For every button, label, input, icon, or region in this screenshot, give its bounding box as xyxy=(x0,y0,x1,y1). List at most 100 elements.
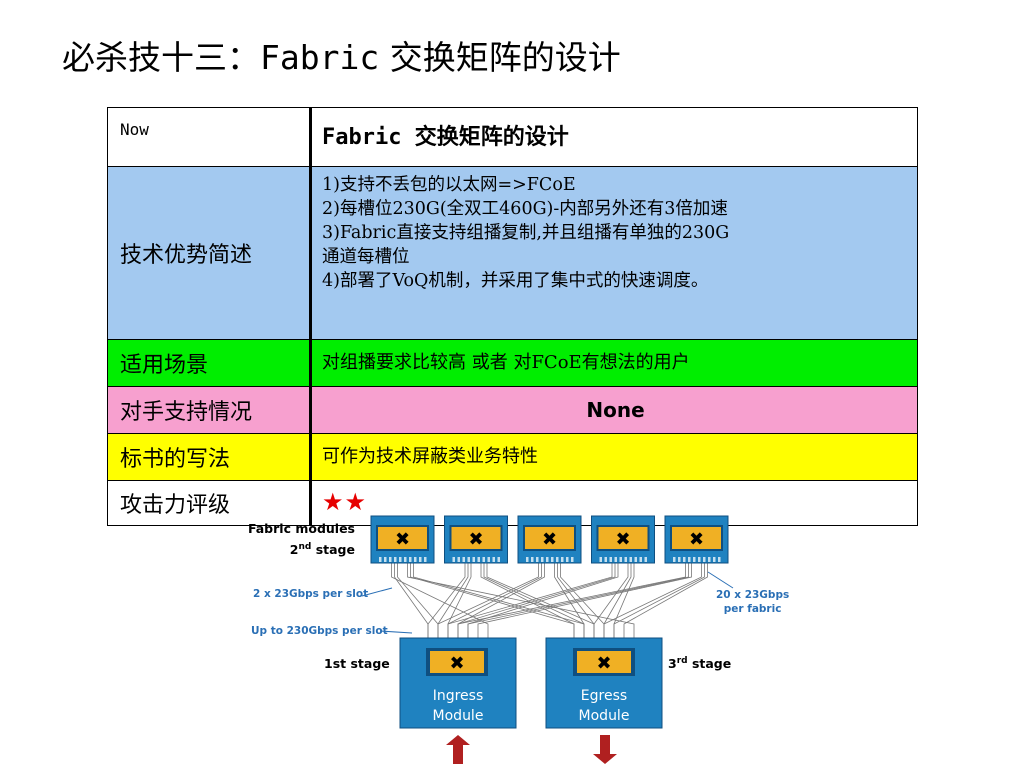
fabric-module: ✖ xyxy=(591,515,655,564)
fabric-label-line2: 2nd stage xyxy=(247,538,355,559)
table-row-scenario: 适用场景 对组播要求比较高 或者 对FCoE有想法的用户 xyxy=(107,339,918,387)
ingress-wire xyxy=(394,563,429,638)
fabric-module: ✖ xyxy=(517,515,582,564)
stage-num: 2 xyxy=(289,542,299,558)
fabric-pin xyxy=(546,557,549,562)
ingress-wire xyxy=(447,563,472,638)
table-row-now: Now Fabric 交换矩阵的设计 xyxy=(107,107,918,167)
fabric-pin xyxy=(693,557,696,562)
fabric-pin xyxy=(624,557,627,562)
per-fabric-line2: per fabric xyxy=(723,603,782,615)
row-label: 技术优势简述 xyxy=(107,166,311,340)
per-slot-label: 2 x 23Gbps per slot xyxy=(253,588,369,600)
fabric-pin xyxy=(708,557,711,562)
advantage-line: 4)部署了VoQ机制，并采用了集中式的快速调度。 xyxy=(322,271,709,291)
per-slot-leader xyxy=(361,587,393,597)
table-row-advantage: 技术优势简述 1)支持不丢包的以太网=>FCoE 2)每槽位230G(全双工46… xyxy=(107,166,918,340)
fabric-pin xyxy=(462,557,465,562)
feature-table: Now Fabric 交换矩阵的设计 技术优势简述 1)支持不丢包的以太网=>F… xyxy=(107,107,918,526)
rating-stars: ★★ xyxy=(322,487,368,516)
advantage-line: 3)Fabric直接支持组播复制,并且组播有单独的230G xyxy=(322,223,730,243)
fabric-pin xyxy=(492,557,495,562)
third-num: 3 xyxy=(668,656,677,672)
fabric-pin xyxy=(482,557,485,562)
third-word: stage xyxy=(687,656,732,672)
advantage-line: 通道每槽位 xyxy=(322,247,410,267)
up-to-leader xyxy=(379,630,413,634)
third-sup: rd xyxy=(676,656,688,666)
first-stage-label: 1st stage xyxy=(324,656,390,671)
egress-arrow xyxy=(593,735,617,764)
title-fabric: Fabric xyxy=(260,38,380,77)
egress-wire xyxy=(480,563,575,638)
advantage-line: 1)支持不丢包的以太网=>FCoE xyxy=(322,175,576,195)
fabric-pin xyxy=(394,557,397,562)
page-title: 必杀技十三：Fabric 交换矩阵的设计 xyxy=(62,36,621,80)
close-icon: ✖ xyxy=(615,529,630,550)
egress-wire xyxy=(560,563,605,638)
table-row-competitor: 对手支持情况 None xyxy=(107,386,918,434)
egress-chip xyxy=(577,651,631,673)
close-icon: ✖ xyxy=(689,529,704,550)
per-fabric-leader xyxy=(707,571,734,589)
egress-module: ✖ xyxy=(545,637,663,729)
fabric-pin xyxy=(379,557,382,562)
fabric-pin xyxy=(551,557,554,562)
ingress-line2: Module xyxy=(432,708,484,724)
close-icon: ✖ xyxy=(468,529,483,550)
egress-wire xyxy=(613,563,705,638)
ingress-wire xyxy=(467,563,689,638)
ingress-module-label: Ingress Module xyxy=(400,686,516,726)
ingress-wire xyxy=(447,563,613,638)
fabric-pin xyxy=(619,557,622,562)
fabric-pin xyxy=(497,557,500,562)
fabric-pin xyxy=(718,557,721,562)
fabric-pin xyxy=(566,557,569,562)
title-prefix: 必杀技十三： xyxy=(62,38,260,77)
row-label: 对手支持情况 xyxy=(107,386,311,434)
fabric-pin xyxy=(634,557,637,562)
fabric-pin xyxy=(541,557,544,562)
fabric-pin xyxy=(713,557,716,562)
fabric-pin xyxy=(599,557,602,562)
ingress-wire xyxy=(457,563,686,638)
fabric-chip xyxy=(596,525,650,551)
row-value: None xyxy=(309,386,918,434)
fabric-pin xyxy=(629,557,632,562)
fabric-wires xyxy=(391,563,708,638)
egress-line1: Egress xyxy=(580,688,628,704)
fabric-chip xyxy=(670,525,723,551)
ingress-wire xyxy=(467,563,619,638)
egress-module-label: Egress Module xyxy=(546,686,662,726)
close-icon: ✖ xyxy=(542,529,557,550)
svg-text:✖: ✖ xyxy=(596,653,611,674)
fabric-pin xyxy=(703,557,706,562)
fabric-pin xyxy=(419,557,422,562)
fabric-modules: ✖ ✖ ✖ ✖ ✖ xyxy=(370,515,729,564)
fabric-pin xyxy=(389,557,392,562)
fabric-chip xyxy=(376,525,429,551)
egress-wire xyxy=(603,563,702,638)
fabric-chip xyxy=(449,525,503,551)
fabric-pin xyxy=(404,557,407,562)
fabric-pin xyxy=(467,557,470,562)
close-icon: ✖ xyxy=(395,529,410,550)
egress-wire xyxy=(554,563,585,638)
fabric-modules-label: Fabric modules 2nd stage xyxy=(247,520,355,559)
up-to-label: Up to 230Gbps per slot xyxy=(251,625,388,637)
fabric-pin xyxy=(556,557,559,562)
fabric-pin xyxy=(571,557,574,562)
row-label: Now xyxy=(107,107,311,167)
egress-wire xyxy=(410,563,575,638)
egress-wire xyxy=(623,563,708,638)
fabric-pin xyxy=(531,557,534,562)
ingress-chip xyxy=(430,651,484,673)
row-value: 对组播要求比较高 或者 对FCoE有想法的用户 xyxy=(309,339,918,387)
row-label: 攻击力评级 xyxy=(107,480,311,526)
fabric-pin xyxy=(536,557,539,562)
table-row-bid: 标书的写法 可作为技术屏蔽类业务特性 xyxy=(107,433,918,481)
row-value: 可作为技术屏蔽类业务特性 xyxy=(309,433,918,481)
row-label: 适用场景 xyxy=(107,339,311,387)
fabric-pin xyxy=(399,557,402,562)
fabric-diagram: ✖ ✖ ✖ ✖ ✖ ✖ ✖ Fabric modules 2nd stage xyxy=(240,512,800,768)
